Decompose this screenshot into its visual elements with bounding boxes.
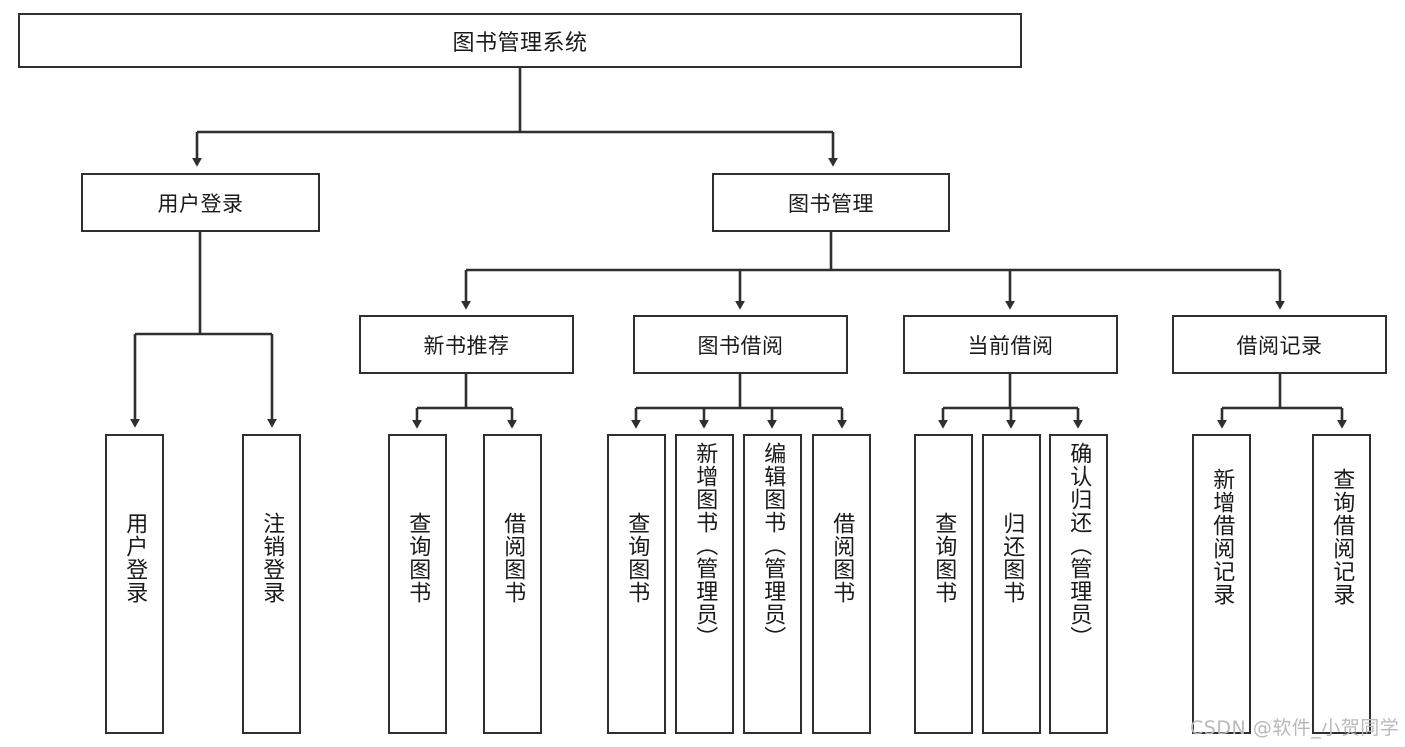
node-label: 新书推荐: [423, 333, 510, 358]
node-label: 编辑图书（管理员）: [760, 442, 786, 649]
watermark: CSDN @软件_小贺同学: [1190, 717, 1400, 739]
leaf-new-book-2[interactable]: 借阅图书: [483, 434, 542, 734]
node-label: 查询图书: [931, 512, 957, 604]
leaf-current-borrow-1[interactable]: 查询图书: [914, 434, 973, 734]
node-label: 图书管理: [788, 191, 874, 216]
node-label: 查询图书: [624, 512, 650, 604]
node-label: 新增借阅记录: [1209, 468, 1235, 606]
node-label: 图书借阅: [697, 333, 784, 358]
node-new-book-recommend[interactable]: 新书推荐: [359, 315, 574, 374]
leaf-book-borrow-1[interactable]: 查询图书: [607, 434, 666, 734]
node-root-book-management-system[interactable]: 图书管理系统: [18, 13, 1022, 68]
node-label: 查询借阅记录: [1329, 468, 1355, 606]
node-current-borrow[interactable]: 当前借阅: [903, 315, 1118, 374]
leaf-book-borrow-4[interactable]: 借阅图书: [812, 434, 871, 734]
node-label: 用户登录: [122, 512, 148, 604]
node-label: 当前借阅: [967, 333, 1054, 358]
node-label: 借阅图书: [829, 512, 855, 604]
leaf-new-book-1[interactable]: 查询图书: [388, 434, 447, 734]
leaf-borrow-record-1[interactable]: 新增借阅记录: [1192, 434, 1251, 734]
node-label: 借阅图书: [500, 512, 526, 604]
leaf-book-borrow-3[interactable]: 编辑图书（管理员）: [743, 434, 802, 734]
node-label: 查询图书: [405, 512, 431, 604]
leaf-borrow-record-2[interactable]: 查询借阅记录: [1312, 434, 1371, 734]
node-book-management[interactable]: 图书管理: [712, 173, 950, 232]
node-label: 新增图书（管理员）: [692, 442, 718, 649]
leaf-book-borrow-2[interactable]: 新增图书（管理员）: [675, 434, 734, 734]
node-label: 注销登录: [259, 512, 285, 604]
leaf-user-login-1[interactable]: 用户登录: [105, 434, 164, 734]
node-label: 图书管理系统: [452, 30, 588, 56]
leaf-user-login-2[interactable]: 注销登录: [242, 434, 301, 734]
node-borrow-record[interactable]: 借阅记录: [1172, 315, 1387, 374]
node-label: 归还图书: [999, 512, 1025, 604]
leaf-current-borrow-2[interactable]: 归还图书: [982, 434, 1041, 734]
node-user-login[interactable]: 用户登录: [81, 173, 320, 232]
node-book-borrow[interactable]: 图书借阅: [633, 315, 848, 374]
node-label: 借阅记录: [1236, 333, 1323, 358]
node-label: 确认归还（管理员）: [1066, 442, 1092, 649]
leaf-current-borrow-3[interactable]: 确认归还（管理员）: [1049, 434, 1108, 734]
node-label: 用户登录: [157, 191, 244, 216]
